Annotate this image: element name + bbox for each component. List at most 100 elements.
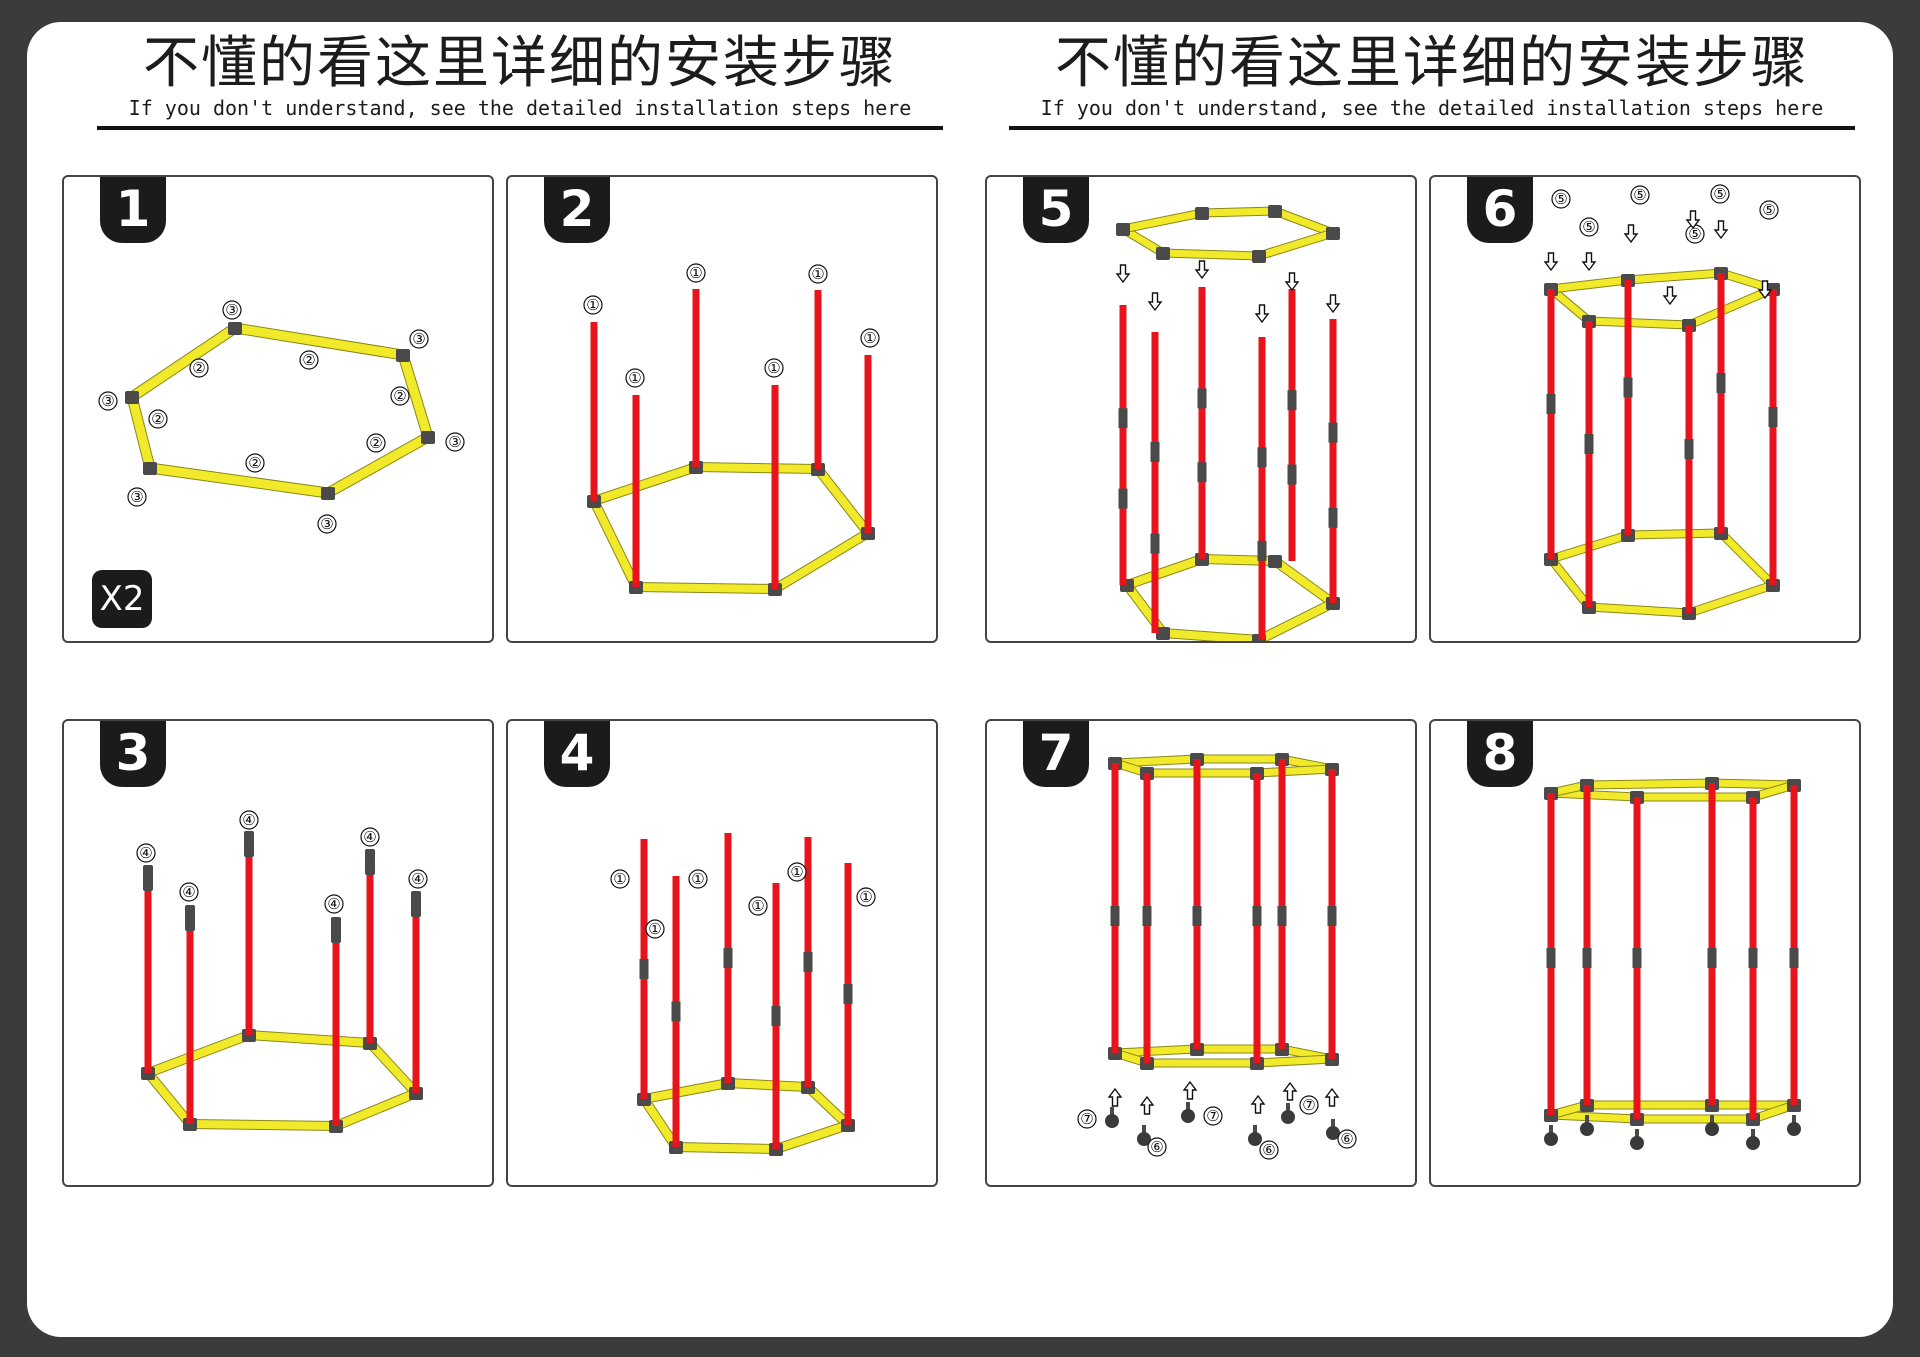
part-marker-label: ② (151, 410, 164, 428)
yellow-rail (590, 497, 640, 591)
pole-top-connector (411, 891, 421, 917)
caster-wheel (1137, 1132, 1151, 1146)
part-marker-circle (860, 328, 880, 348)
header-right: 不懂的看这里详细的安装步骤 If you don't understand, s… (1009, 32, 1855, 130)
connector-joint (1195, 207, 1209, 220)
part-marker-circle (808, 264, 828, 284)
header-rule-right (1009, 126, 1855, 130)
step-number-badge: 2 (544, 177, 610, 243)
part-marker-label: ⑤ (1582, 218, 1595, 236)
yellow-rail (1585, 317, 1693, 329)
header-title-right: 不懂的看这里详细的安装步骤 (1055, 31, 1809, 96)
part-marker-label: ① (586, 296, 599, 314)
part-marker-label: ③ (130, 488, 143, 506)
part-marker-circle (1203, 1106, 1223, 1126)
down-arrow-icon (1662, 286, 1678, 306)
part-marker-circle (324, 894, 344, 914)
pole-connector (1150, 533, 1160, 554)
part-marker-circle (245, 453, 265, 473)
pole-connector (1110, 906, 1120, 926)
pole-connector (1118, 408, 1128, 429)
part-marker-circle (583, 295, 603, 315)
pole-connector (671, 1001, 681, 1022)
pole-connector (1150, 441, 1160, 462)
down-arrow-icon (1713, 220, 1729, 240)
part-marker-label: ⑤ (1688, 225, 1701, 243)
part-marker-circle (688, 869, 708, 889)
yellow-rail (1624, 269, 1725, 284)
part-marker-label: ② (192, 359, 205, 377)
step-number-badge: 7 (1023, 721, 1089, 787)
pole-connector (1546, 948, 1556, 968)
yellow-rail (692, 463, 822, 473)
yellow-rail (1111, 755, 1201, 767)
yellow-rail (1271, 557, 1337, 607)
part-marker-label: ④ (411, 870, 424, 888)
part-marker-circle (610, 869, 630, 889)
up-arrow-icon (1139, 1095, 1155, 1115)
part-marker-circle (408, 869, 428, 889)
part-marker-circle (764, 358, 784, 378)
pole-connector (1768, 407, 1778, 427)
part-marker-circle (748, 896, 768, 916)
part-marker-label: ③ (448, 433, 461, 451)
part-marker-circle (1551, 189, 1571, 209)
pole-connector (1707, 948, 1717, 968)
part-marker-circle (787, 862, 807, 882)
connector-joint (1156, 627, 1170, 640)
yellow-rail (771, 529, 872, 593)
part-marker-label: ④ (363, 828, 376, 846)
pole-top-connector (244, 831, 254, 857)
yellow-rail (1685, 285, 1777, 329)
yellow-rail (398, 350, 433, 442)
caster-wheel (1746, 1136, 1760, 1150)
pole-connector (1748, 948, 1758, 968)
part-marker-label: ⑤ (1713, 185, 1726, 203)
yellow-rail (245, 1031, 374, 1047)
yellow-rail (640, 1095, 680, 1151)
pole-connector (1142, 906, 1152, 926)
caster-wheel (1248, 1132, 1262, 1146)
part-marker-label: ① (859, 888, 872, 906)
down-arrow-icon (1115, 264, 1131, 284)
caster-wheel (1326, 1126, 1340, 1140)
pole-connector (1118, 488, 1128, 509)
pole-connector (1257, 447, 1267, 468)
caster-wheel (1580, 1122, 1594, 1136)
step-number-badge: 4 (544, 721, 610, 787)
yellow-rail (323, 432, 433, 498)
yellow-rail (145, 463, 333, 498)
part-marker-label: ③ (101, 392, 114, 410)
part-marker-circle (390, 386, 410, 406)
part-marker-label: ⑤ (1554, 190, 1567, 208)
yellow-rail (724, 1079, 812, 1091)
pole-connector (1287, 464, 1297, 485)
part-marker-label: ① (689, 264, 702, 282)
instruction-sheet: 不懂的看这里详细的安装步骤 If you don't understand, s… (27, 22, 1893, 1337)
part-marker-label: ⑥ (1262, 1141, 1275, 1159)
connector-joint (228, 322, 242, 335)
yellow-rail (1255, 599, 1337, 641)
part-marker-label: ⑦ (1206, 1107, 1219, 1125)
connector-joint (1156, 247, 1170, 260)
up-arrow-icon (1282, 1081, 1298, 1101)
pole-connector (1252, 906, 1262, 926)
part-marker-circle (317, 514, 337, 534)
yellow-rail (1255, 229, 1337, 260)
yellow-rail (1547, 555, 1593, 611)
yellow-rail (1159, 629, 1263, 641)
yellow-rail (1253, 1055, 1336, 1067)
connector-joint (1326, 227, 1340, 240)
part-marker-circle (98, 391, 118, 411)
pole-connector (1623, 377, 1633, 398)
caster-wheel (1630, 1136, 1644, 1150)
down-arrow-icon (1284, 272, 1300, 292)
part-marker-label: ② (369, 434, 382, 452)
part-marker-label: ⑦ (1080, 1110, 1093, 1128)
step-panel-8: 8 (1429, 719, 1861, 1187)
part-marker-circle (856, 887, 876, 907)
